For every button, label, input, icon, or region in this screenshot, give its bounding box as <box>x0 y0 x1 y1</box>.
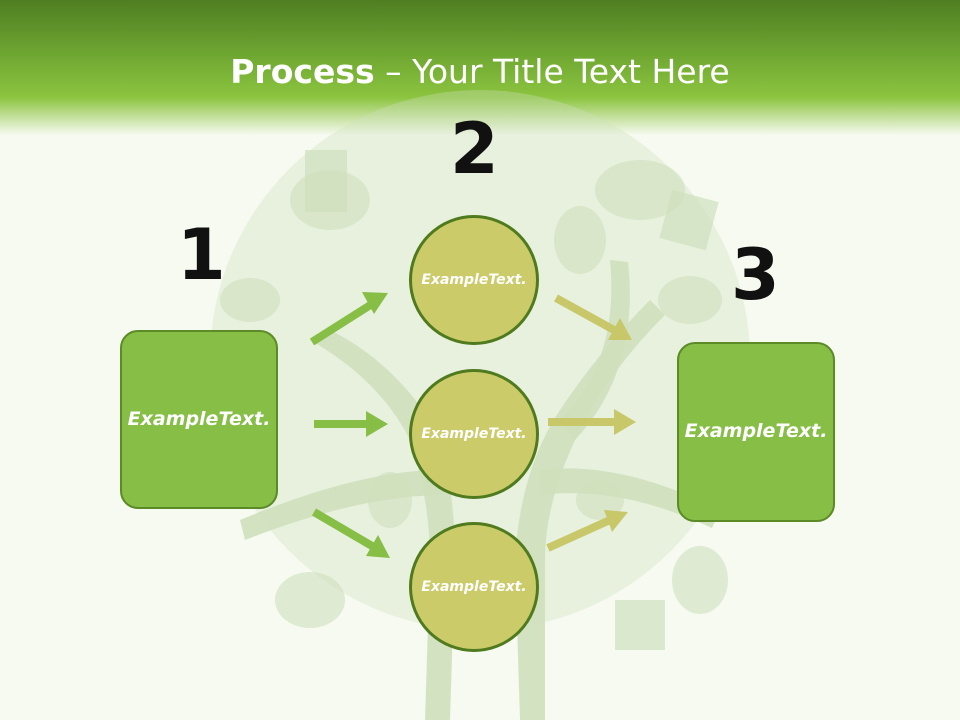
arrowhead-right-bot <box>604 510 628 532</box>
arrow-left-bot <box>311 508 375 550</box>
right-arrows <box>546 294 636 552</box>
step-number-3: 3 <box>731 234 780 316</box>
title-bold: Process <box>230 52 375 91</box>
slide-title: Process – Your Title Text Here <box>0 52 960 91</box>
title-banner <box>0 0 960 135</box>
arrow-left-top <box>309 300 375 346</box>
title-rest: – Your Title Text Here <box>374 52 730 91</box>
arrow-right-top <box>554 294 616 334</box>
arrowhead-right-top <box>608 318 632 340</box>
arrowhead-left-mid <box>366 411 388 437</box>
arrowhead-left-top <box>362 292 388 314</box>
step-number-1: 1 <box>177 214 226 296</box>
arrowhead-left-bot <box>366 535 390 558</box>
step-number-2: 2 <box>450 108 499 190</box>
arrowhead-right-mid <box>614 409 636 435</box>
arrow-right-bot <box>546 516 612 552</box>
left-arrows <box>309 292 390 558</box>
